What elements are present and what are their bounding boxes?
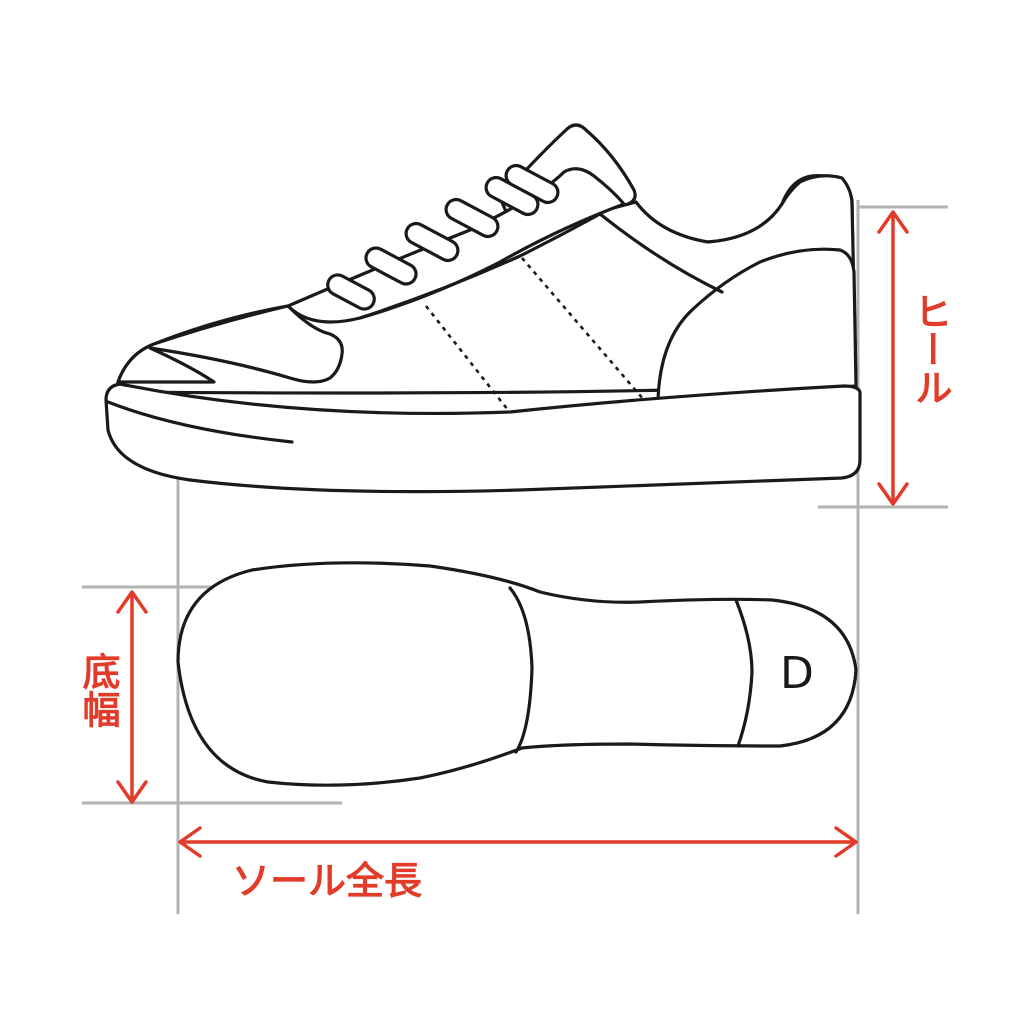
sole-length-label: ソール全長 — [232, 859, 423, 903]
guide-lines — [82, 200, 948, 914]
stitching-front — [424, 305, 510, 411]
heel-label: ヒール — [908, 292, 952, 406]
heel-arrowhead-top — [877, 210, 909, 234]
length-arrowhead-right — [834, 826, 858, 858]
sole-edge-line — [106, 400, 294, 444]
dimension-width: 底幅 — [76, 590, 148, 804]
lace-6 — [504, 163, 560, 205]
width-arrowhead-bottom — [116, 780, 148, 804]
toe-cap — [116, 304, 344, 384]
length-arrowhead-left — [178, 826, 202, 858]
sole-width-label: 底幅 — [76, 652, 120, 728]
laces — [326, 163, 560, 311]
stitching-back — [521, 257, 645, 401]
lace-3 — [404, 221, 460, 263]
heel-arrowhead-bottom — [877, 482, 909, 506]
dimension-length: ソール全長 — [178, 826, 858, 903]
shoe-side-view — [104, 123, 862, 494]
sole — [104, 382, 862, 494]
lace-4 — [444, 197, 500, 239]
lace-1 — [326, 273, 376, 311]
dimension-heel: ヒール — [877, 210, 952, 506]
side-stripe — [358, 212, 724, 320]
width-arrowhead-top — [116, 590, 148, 614]
heel-divider — [734, 598, 754, 748]
width-marker: D — [780, 648, 814, 699]
forefoot-divider — [508, 586, 534, 754]
lace-2 — [364, 246, 418, 286]
sole-outline — [176, 561, 858, 787]
heel-counter — [656, 247, 858, 402]
sole-bottom-view: D — [176, 561, 858, 787]
